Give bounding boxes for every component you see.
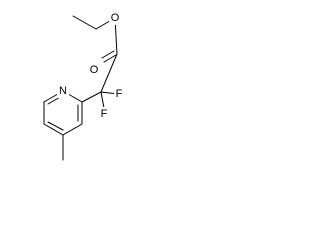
- fluorine-upper-label: F: [116, 88, 123, 100]
- bond-c-f-lower: [100, 91, 105, 109]
- atom-label-fluorine-lower: F: [99, 107, 109, 121]
- bond-cf2-ring: [81, 91, 102, 103]
- difluoromethylene-group: [81, 91, 119, 109]
- bond-carbonyl-cf2: [100, 53, 118, 93]
- fluorine-lower-label: F: [101, 108, 108, 120]
- atom-label-ester-oxygen: O: [109, 11, 121, 25]
- ring-bond-c5-c4: [43, 123, 64, 136]
- ethyl-group: [72, 15, 116, 30]
- ring-bond-c4-c3: [62, 123, 83, 136]
- pyridine-ring: [43, 90, 83, 136]
- bond-ch3-ch2: [72, 15, 97, 30]
- bond-carbonyl-double-2: [101, 50, 115, 59]
- chemical-structure: O O F F N: [43, 11, 124, 161]
- ester-group: [100, 17, 118, 93]
- ring-bond-c5-c4-inner: [47, 121, 64, 131]
- atom-label-ring-nitrogen: N: [57, 84, 69, 98]
- ester-oxygen-label: O: [111, 12, 120, 24]
- bond-carbonyl-double-1: [103, 54, 117, 63]
- atom-label-fluorine-upper: F: [114, 87, 124, 101]
- atom-label-carbonyl-oxygen: O: [88, 63, 100, 77]
- ring-nitrogen-label: N: [59, 85, 67, 97]
- carbonyl-oxygen-label: O: [90, 64, 99, 76]
